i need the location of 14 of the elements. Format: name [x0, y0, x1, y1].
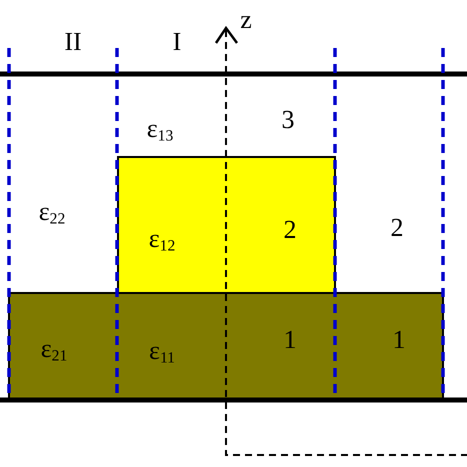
permittivity-label: ε$_{21}$	[40, 336, 68, 364]
permittivity-label: ε$_{13}$	[146, 116, 174, 144]
axis-label: z	[240, 7, 252, 33]
region-number: 2	[284, 217, 296, 243]
permittivity-label: ε$_{22}$	[38, 198, 66, 228]
region-number: 2	[390, 215, 404, 241]
region-label: I	[172, 29, 182, 55]
permittivity-label: ε$_{11}$	[149, 338, 175, 366]
region-number: 3	[282, 107, 294, 133]
dielectric-layer	[117, 156, 336, 294]
permittivity-label: ε$_{12}$	[148, 226, 176, 254]
region-number: 1	[284, 327, 296, 353]
region-label: II	[64, 29, 82, 55]
region-number: 1	[392, 327, 406, 353]
